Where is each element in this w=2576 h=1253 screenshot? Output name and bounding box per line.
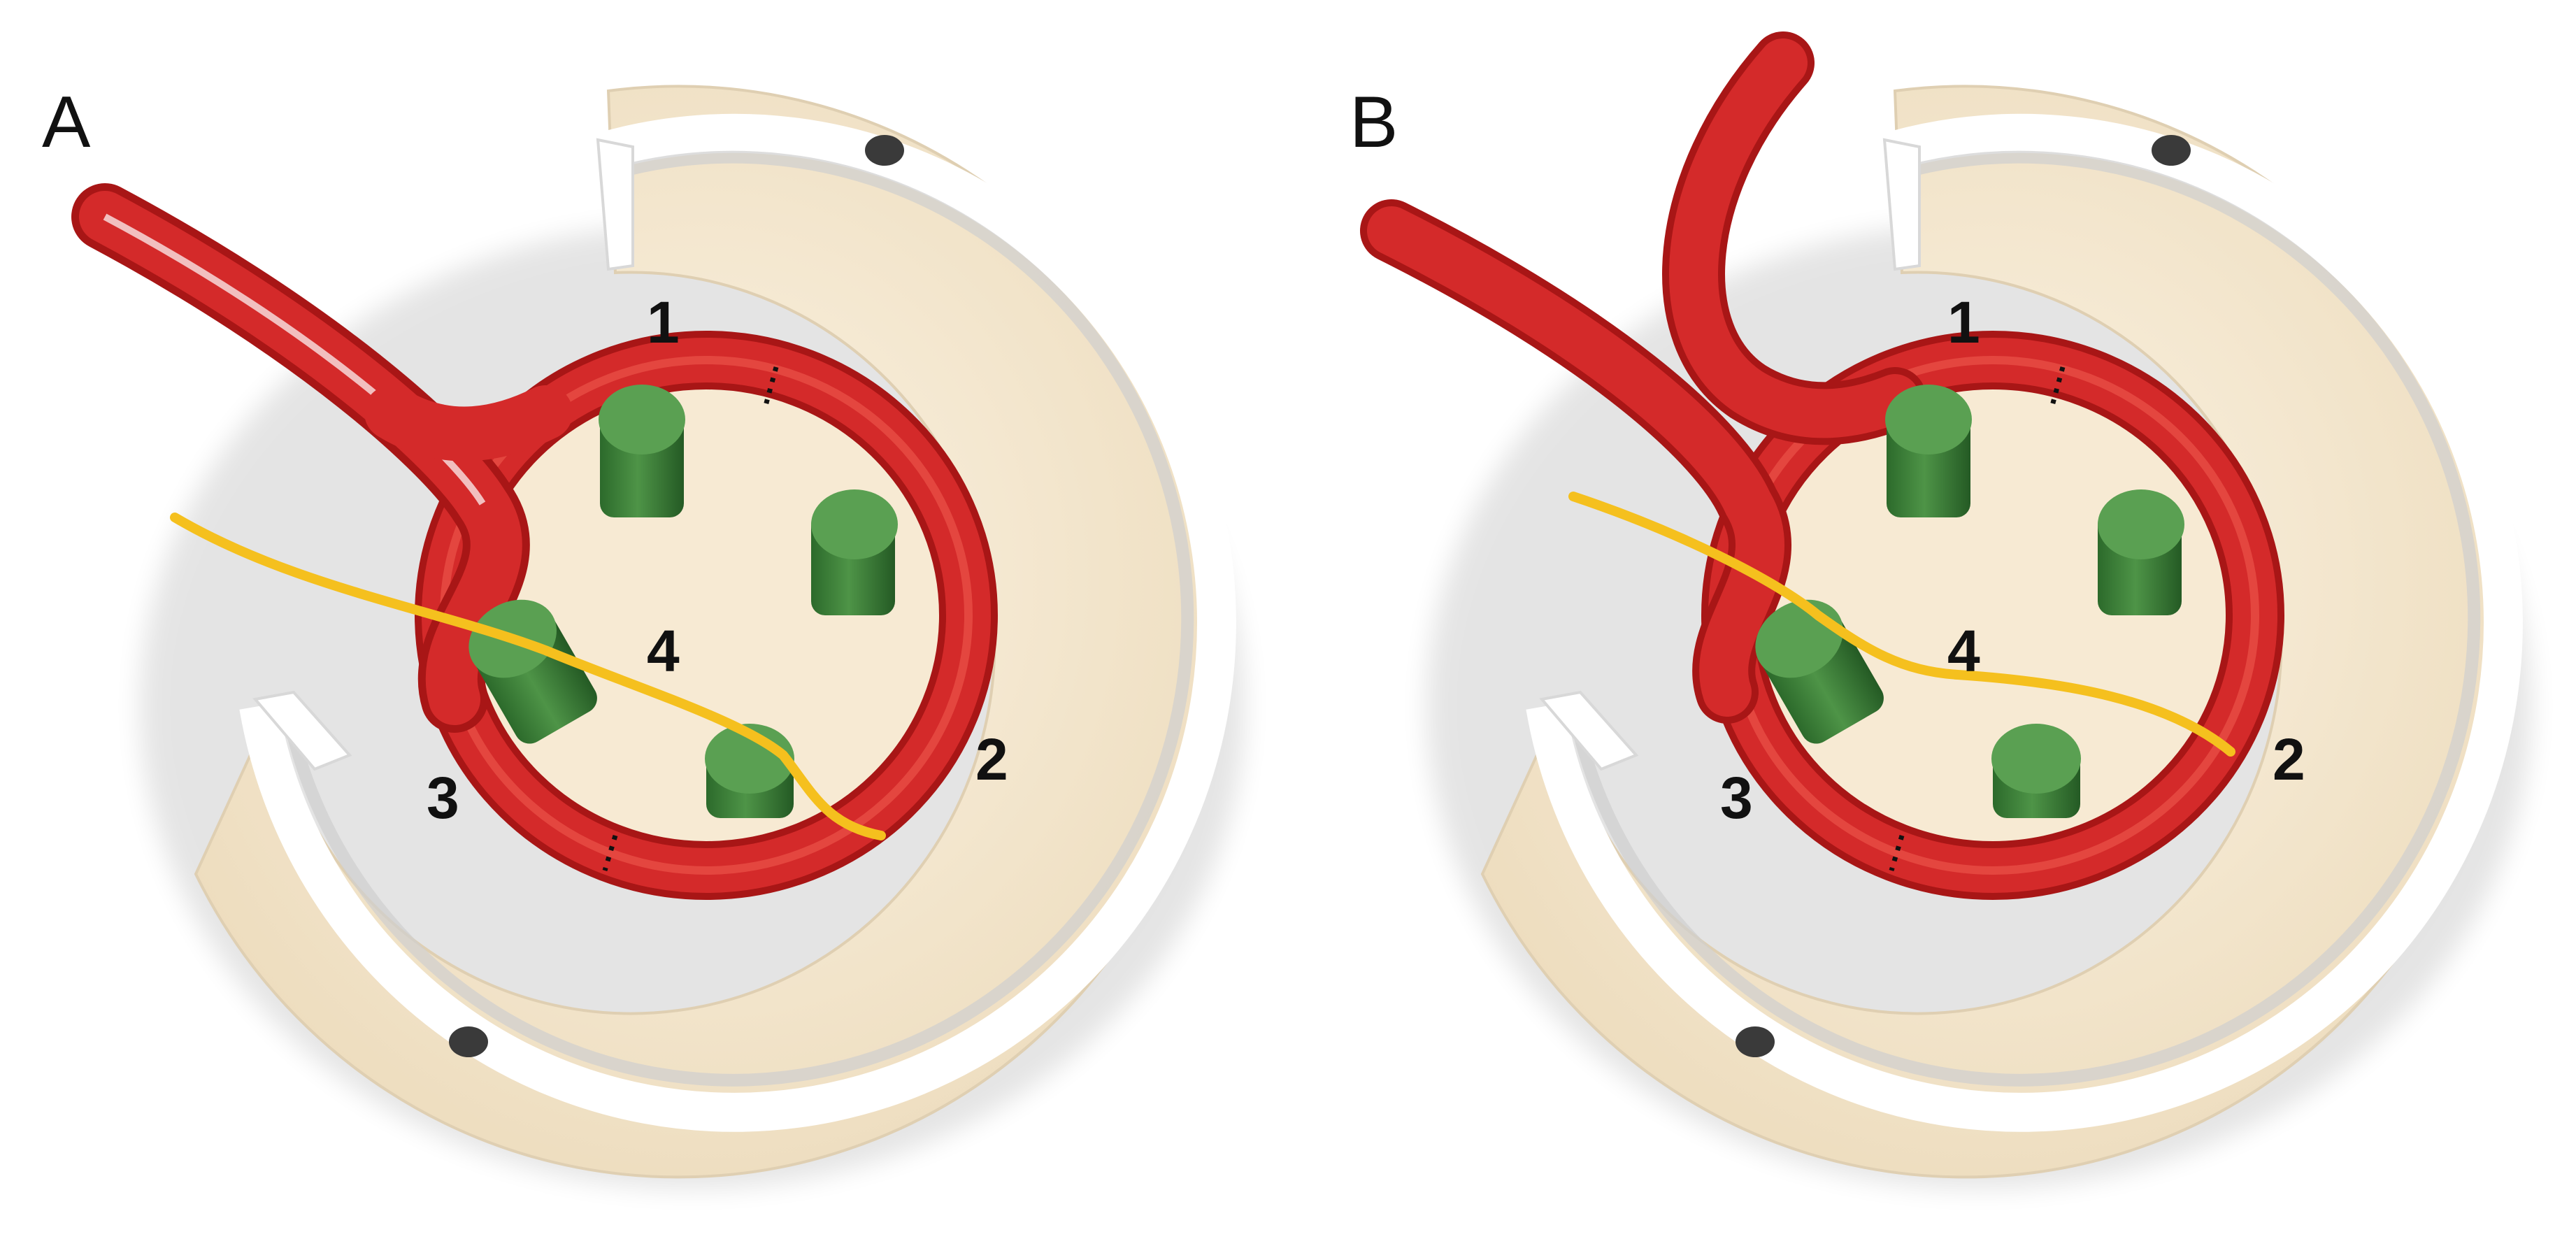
label-3: 3 — [427, 765, 459, 831]
panel-letter: A — [42, 82, 91, 163]
base-plate — [140, 86, 1245, 1189]
label-4: 4 — [1947, 618, 1980, 684]
label-4: 4 — [647, 618, 680, 684]
label-3: 3 — [1720, 765, 1753, 831]
label-2: 2 — [2273, 726, 2305, 792]
guidewire — [170, 513, 886, 840]
panel-letter: B — [1350, 82, 1398, 163]
label-1: 1 — [1947, 289, 1980, 355]
panel-a: A 1 2 3 4 — [42, 82, 1245, 1189]
label-1: 1 — [647, 289, 680, 355]
label-2: 2 — [975, 726, 1008, 792]
panel-b: B 1 2 3 4 — [1350, 31, 2531, 1189]
guidewire — [1568, 492, 2235, 757]
